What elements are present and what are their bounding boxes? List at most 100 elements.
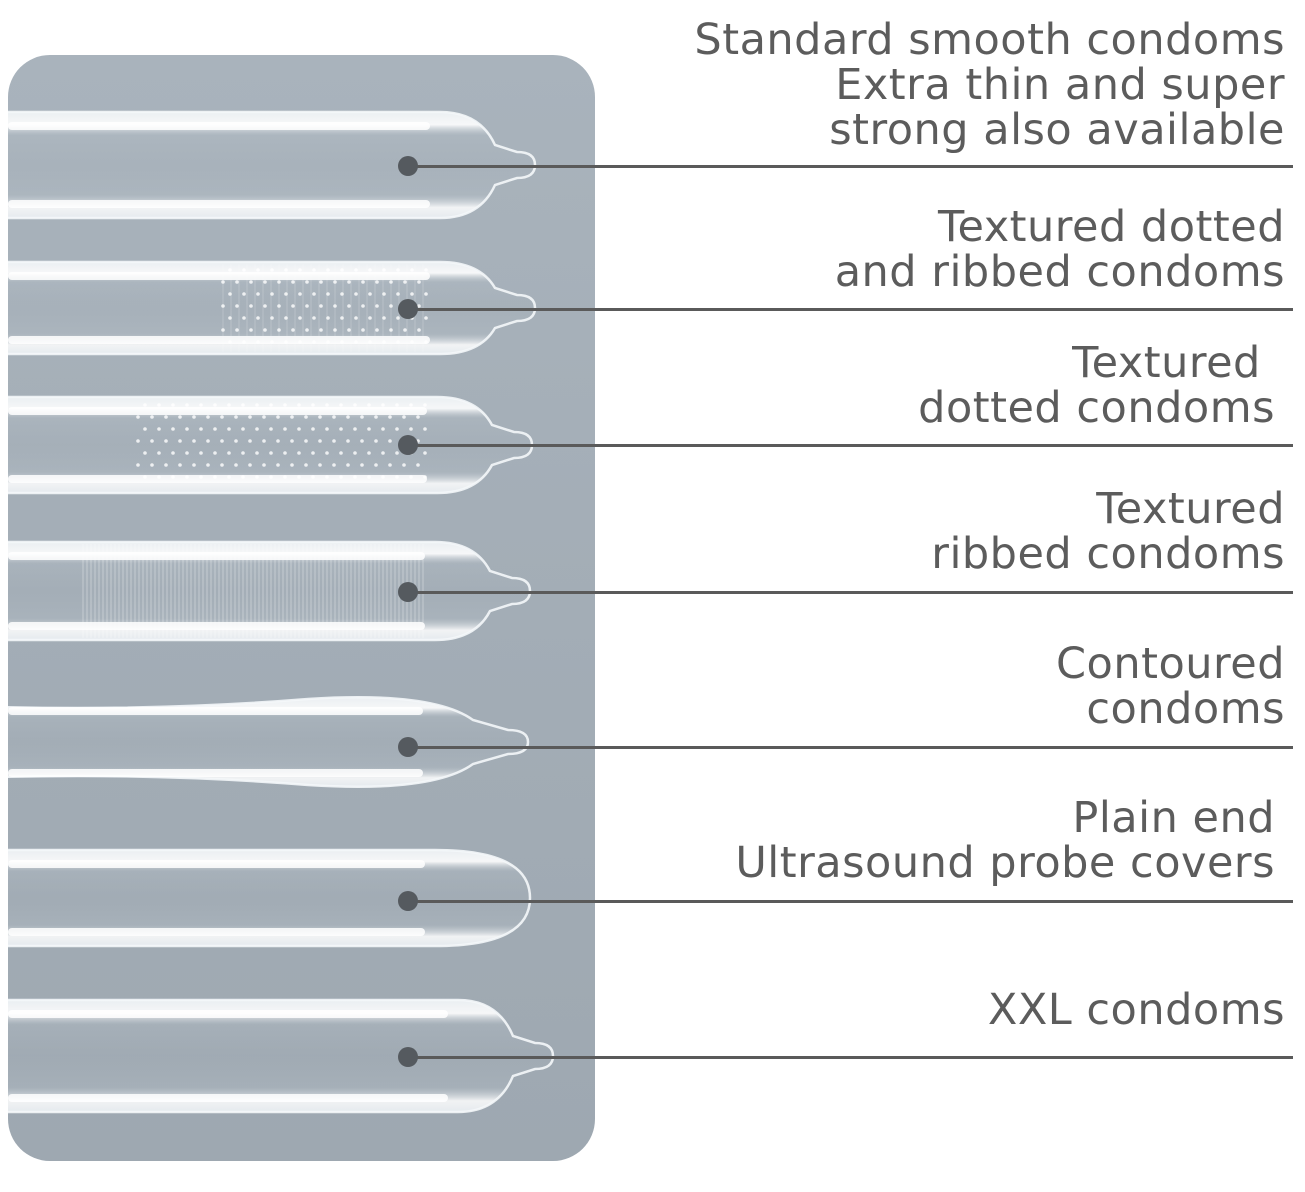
texture-dot [333,304,337,308]
texture-dot [235,328,239,332]
texture-dot [199,427,203,431]
texture-dot [199,403,203,407]
texture-dot [360,463,364,467]
texture-dot [360,439,364,443]
texture-dot [284,316,288,320]
texture-dot [367,403,371,407]
texture-dot [395,427,399,431]
highlight-bottom [8,928,425,936]
texture-dot [346,463,350,467]
texture-dot [228,316,232,320]
highlight-bottom [8,475,427,483]
texture-dot [221,280,225,284]
texture-dot [241,427,245,431]
texture-dot [347,304,351,308]
texture-dot [143,451,147,455]
texture-dot [150,415,154,419]
texture-dot [192,463,196,467]
texture-dot [389,280,393,284]
texture-dot [326,268,330,272]
texture-dot [333,328,337,332]
pointer-dot [398,1047,418,1067]
texture-dot [199,475,203,479]
texture-dot [382,292,386,296]
texture-dot [171,451,175,455]
texture-dot [312,268,316,272]
texture-dot [270,268,274,272]
texture-dot [395,403,399,407]
texture-dot [312,316,316,320]
texture-dot [221,328,225,332]
texture-dot [346,439,350,443]
texture-dot [276,415,280,419]
texture-dot [256,340,260,344]
texture-dot [423,475,427,479]
texture-dot [263,280,267,284]
label-ribbed: Textured ribbed condoms [931,484,1285,579]
texture-dot [262,439,266,443]
label-plain-end-probe-covers: Plain end Ultrasound probe covers [735,793,1275,888]
texture-dot [381,403,385,407]
texture-dot [255,427,259,431]
texture-dot [311,451,315,455]
texture-dot [192,415,196,419]
texture-dot [339,475,343,479]
highlight-bottom [8,769,423,777]
texture-dot [353,451,357,455]
texture-dot [367,451,371,455]
texture-dot [143,403,147,407]
texture-dot [395,475,399,479]
texture-dot [367,427,371,431]
texture-dot [248,439,252,443]
texture-dot [277,328,281,332]
texture-dot [270,340,274,344]
texture-dot [389,328,393,332]
texture-dot [402,415,406,419]
texture-dot [284,292,288,296]
texture-dot [402,463,406,467]
texture-dot [276,439,280,443]
leader-line [408,165,1293,168]
texture-dot [340,340,344,344]
texture-dot [235,280,239,284]
texture-dot [291,328,295,332]
texture-dot [417,304,421,308]
texture-dot [318,439,322,443]
label-dotted: Textured dotted condoms [918,338,1275,433]
texture-dot [381,427,385,431]
texture-dot [423,451,427,455]
texture-dot [242,268,246,272]
texture-dot [424,268,428,272]
texture-dot [150,439,154,443]
pointer-dot [398,737,418,757]
texture-dot [192,439,196,443]
texture-dot [228,292,232,296]
texture-dot [298,292,302,296]
texture-dot [311,403,315,407]
highlight-bottom [8,336,430,344]
texture-dot [234,439,238,443]
texture-dot [256,316,260,320]
texture-dot [353,475,357,479]
texture-dot [220,439,224,443]
texture-dot [227,451,231,455]
texture-dot [417,280,421,284]
texture-dot [249,280,253,284]
texture-dot [333,280,337,284]
texture-dot [410,340,414,344]
highlight-bottom [8,1094,448,1102]
texture-dot [374,439,378,443]
texture-dot [262,415,266,419]
texture-dot [361,328,365,332]
texture-dot [283,427,287,431]
texture-dot [396,268,400,272]
texture-dot [388,415,392,419]
texture-dot [312,292,316,296]
texture-dot [409,475,413,479]
texture-dot [178,439,182,443]
condom-ribbed [8,540,532,642]
texture-dot [325,403,329,407]
texture-dot [276,463,280,467]
texture-dot [339,427,343,431]
texture-dot [185,451,189,455]
